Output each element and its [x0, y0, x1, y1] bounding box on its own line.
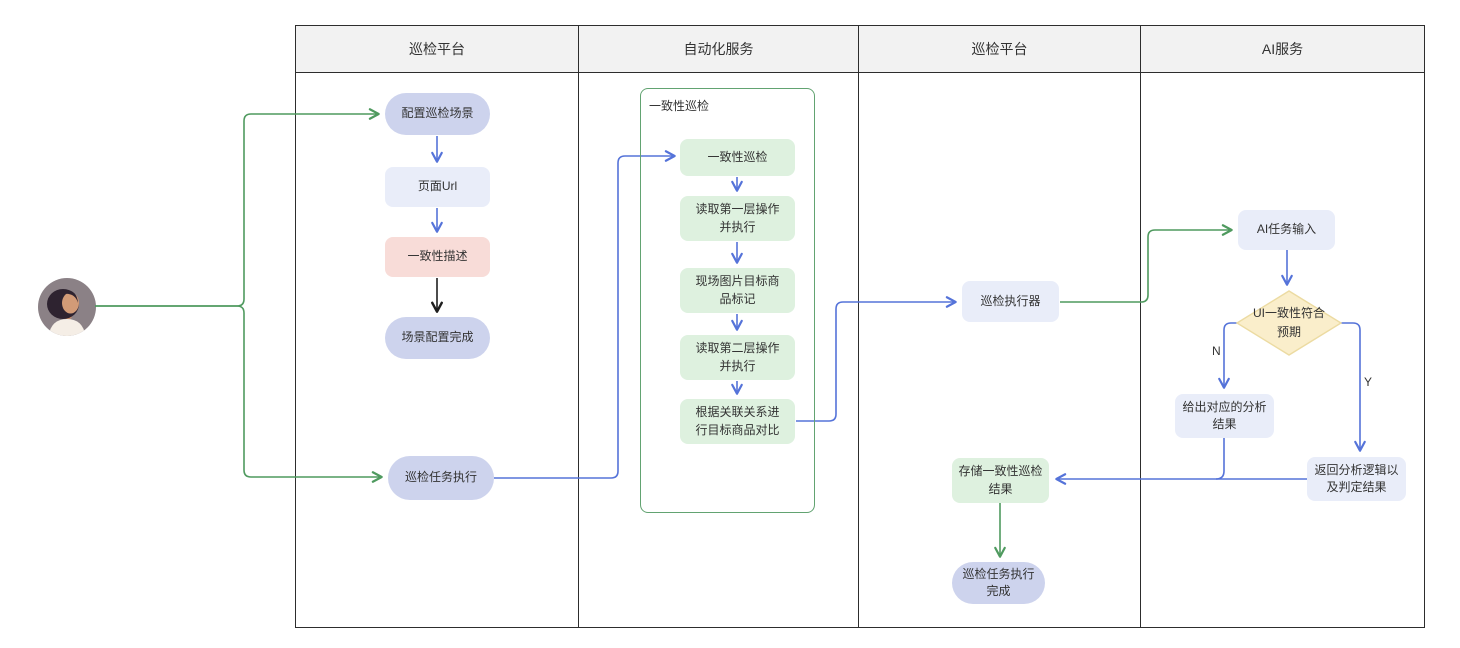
branch-label-no: N [1212, 344, 1221, 358]
node-configure-scene: 配置巡检场景 [385, 93, 490, 135]
consistency-check-group [640, 88, 815, 513]
group-label: 一致性巡检 [649, 99, 710, 113]
user-avatar-icon [38, 278, 96, 336]
node-inspector: 巡检执行器 [962, 281, 1059, 322]
lane-inspection-platform-1: 巡检平台 [296, 26, 579, 627]
decision-label: UI一致性符合预期 [1252, 305, 1325, 339]
branch-label-yes: Y [1364, 375, 1373, 389]
node-mark-product: 现场图片目标商品标记 [680, 268, 795, 313]
lane-header: AI服务 [1141, 26, 1424, 73]
lane-inspection-platform-2: 巡检平台 [859, 26, 1141, 627]
swimlane-table: 巡检平台 自动化服务 巡检平台 AI服务 [295, 25, 1425, 628]
node-scene-done: 场景配置完成 [385, 317, 490, 359]
lane-header: 巡检平台 [859, 26, 1140, 73]
node-ai-input: AI任务输入 [1238, 210, 1335, 250]
node-task-done: 巡检任务执行完成 [952, 562, 1045, 604]
node-return-logic: 返回分析逻辑以及判定结果 [1307, 457, 1406, 501]
node-task-exec: 巡检任务执行 [388, 456, 494, 500]
lane-header: 自动化服务 [579, 26, 858, 73]
lane-ai-service: AI服务 [1141, 26, 1424, 627]
node-read-layer2: 读取第二层操作并执行 [680, 335, 795, 380]
node-page-url: 页面Url [385, 167, 490, 207]
node-consistency-check: 一致性巡检 [680, 139, 795, 176]
node-store-result: 存储一致性巡检结果 [952, 458, 1049, 503]
node-compare-product: 根据关联关系进行目标商品对比 [680, 399, 795, 444]
user-avatar [37, 277, 97, 337]
node-consistency-desc: 一致性描述 [385, 237, 490, 277]
node-analysis-result: 给出对应的分析结果 [1175, 394, 1274, 438]
node-read-layer1: 读取第一层操作并执行 [680, 196, 795, 241]
lane-header: 巡检平台 [296, 26, 578, 73]
lane-automation-service: 自动化服务 [579, 26, 859, 627]
